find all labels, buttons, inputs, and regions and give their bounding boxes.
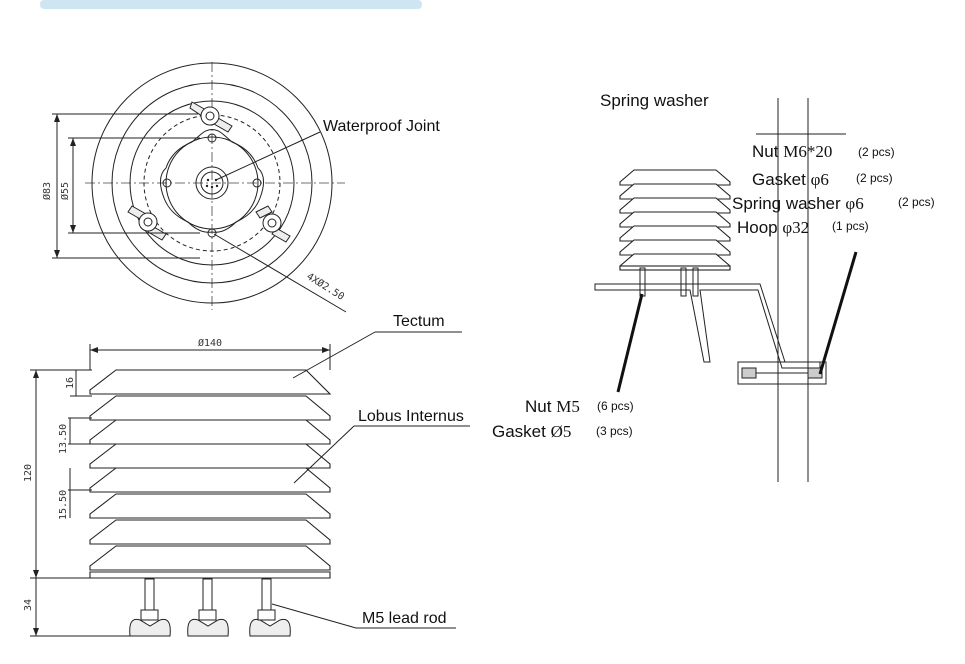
wing-nut-left <box>127 205 167 241</box>
dim-diameter-55: Ø55 <box>59 182 71 200</box>
shield-louver <box>619 211 731 228</box>
louver-plate <box>89 395 331 421</box>
leader-nut-m5 <box>616 293 644 393</box>
wing-nut-bottom-3 <box>249 609 291 637</box>
hoop-clamp <box>737 361 827 385</box>
clamp-nut-left <box>741 367 757 379</box>
qty-gasket-6: (2 pcs) <box>856 171 893 185</box>
louver-plate <box>89 545 331 571</box>
dim-16: 16 <box>65 377 76 389</box>
label-spring-washer-6: Spring washer φ6 <box>732 194 864 213</box>
louver-plate <box>89 493 331 519</box>
leader-tectum <box>292 331 376 379</box>
louver-plate <box>89 419 331 445</box>
callout-tectum: Tectum <box>393 313 445 330</box>
dim-15-50: 15.50 <box>58 490 69 520</box>
mount-hole-left <box>162 178 172 188</box>
wing-nut-top <box>189 101 233 133</box>
label-spring-washer-top: Spring washer <box>600 91 709 110</box>
dim-34: 34 <box>23 599 34 611</box>
mount-hole-bottom <box>207 228 217 238</box>
mount-hole-right <box>252 178 262 188</box>
label-gasket-5: Gasket Ø5 <box>492 422 571 441</box>
wing-nut-right <box>255 205 291 243</box>
shield-base <box>619 265 731 271</box>
install-view: Spring washer Nut M6*20 (2 pcs) Gasket φ… <box>492 91 935 482</box>
callout-m5-lead-rod: M5 lead rod <box>362 610 447 627</box>
qty-hoop: (1 pcs) <box>832 219 869 233</box>
leader-lobus <box>293 425 355 484</box>
bolt-1 <box>639 267 646 297</box>
side-view: Ø140 120 16 13.50 15.50 34 Tectum Lobus … <box>23 313 470 637</box>
label-nut-m6: Nut M6*20 <box>752 142 832 161</box>
bolt-circle <box>143 114 281 252</box>
connector-inner <box>200 171 224 195</box>
label-gasket-6: Gasket φ6 <box>752 170 829 189</box>
qty-nut-m5: (6 pcs) <box>597 399 634 413</box>
leader-holes <box>213 233 347 313</box>
outer-ring <box>91 62 333 304</box>
shield-louver <box>619 169 731 186</box>
ring-2 <box>111 82 313 284</box>
shield-louver <box>619 239 731 256</box>
bolt-3 <box>692 267 699 297</box>
wing-nut-bottom-1 <box>129 609 171 637</box>
dim-holes: 4XØ2.50 <box>304 270 346 303</box>
mount-bracket <box>594 283 821 369</box>
bolt-2 <box>680 267 687 297</box>
lead-rod-1 <box>144 578 155 615</box>
mount-plate <box>160 129 264 233</box>
dim-13-50: 13.50 <box>58 424 69 454</box>
mount-hole-top <box>207 133 217 143</box>
dim-width-140: Ø140 <box>198 337 222 349</box>
leader-waterproof <box>215 131 321 181</box>
callout-waterproof-joint: Waterproof Joint <box>323 118 440 135</box>
leader-lead-rod <box>271 603 357 629</box>
dim-diameter-83: Ø83 <box>41 182 53 200</box>
base-plate <box>89 571 331 579</box>
louver-plate <box>89 443 331 469</box>
lead-rod-3 <box>261 578 272 615</box>
connector-outer <box>195 166 229 200</box>
louver-plate <box>89 519 331 545</box>
shield-louver <box>619 225 731 242</box>
qty-gasket-5: (3 pcs) <box>596 424 633 438</box>
leader-hoop <box>818 251 858 375</box>
louver-plate <box>89 369 332 395</box>
ring-3 <box>129 100 295 266</box>
wing-nut-bottom-2 <box>187 609 229 637</box>
label-nut-m5: Nut M5 <box>525 397 580 416</box>
top-view: Ø83 Ø55 Waterproof Joint 4XØ2.50 <box>41 62 440 313</box>
label-hoop: Hoop φ32 <box>737 218 809 237</box>
shield-louver <box>619 197 731 214</box>
shield-louver <box>619 183 731 200</box>
qty-nut-m6: (2 pcs) <box>858 145 895 159</box>
dim-height-120: 120 <box>23 464 34 482</box>
shield-louvers <box>619 169 731 271</box>
louver-plates <box>89 369 332 571</box>
qty-spring-washer-6: (2 pcs) <box>898 195 935 209</box>
lead-rod-2 <box>202 578 213 615</box>
louver-plate <box>89 467 331 493</box>
callout-lobus-internus: Lobus Internus <box>358 408 464 425</box>
header-band <box>40 0 422 9</box>
